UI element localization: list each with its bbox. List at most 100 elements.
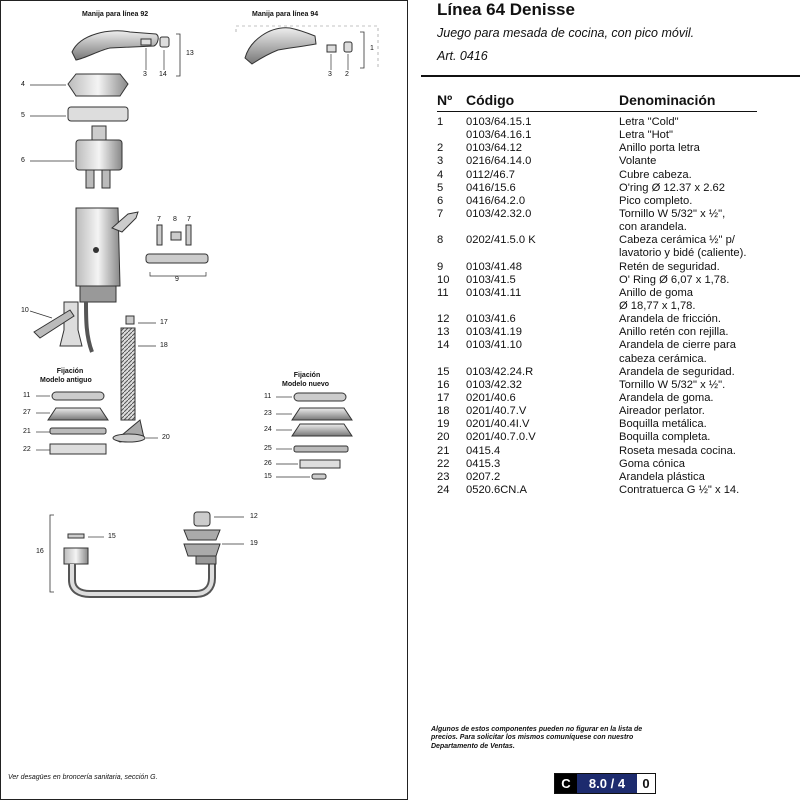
cell-number: 1 [437,116,444,128]
badge-value: 8.0 / 4 [577,774,637,793]
cell-code: 0201/40.6 [466,391,516,404]
cell-code: 0207.2 [466,470,501,483]
callout-old-27: 27 [23,409,31,416]
page-subtitle: Juego para mesada de cocina, con pico mó… [437,26,695,40]
cell-name: Roseta mesada cocina. [619,444,736,457]
cell-code: 0415.4 [466,444,501,457]
cell-name: con arandela. [619,221,687,234]
cell-name: Anillo porta letra [619,142,700,155]
cell-number: 20 [437,431,450,444]
callout-20: 20 [162,434,170,441]
callout-2: 2 [345,71,349,78]
cell-number: 8 [437,234,444,247]
cell-code: 0201/40.4I.V [466,418,530,431]
cell-number: 6 [437,194,444,207]
cell-name: Arandela de fricción. [619,313,721,326]
cell-number: 21 [437,444,450,457]
table-row: 21 0415.4 Roseta mesada cocina. [437,445,797,458]
callout-new-24: 24 [264,426,272,433]
col-header-code: Código [466,92,515,108]
col-header-number: Nº [437,92,453,108]
handle-92-title: Manija para línea 92 [82,11,149,18]
cell-code: 0103/42.24.R [466,365,534,378]
cell-code: 0103/42.32.0 [466,207,532,220]
cell-name: Goma cónica [619,457,685,470]
page-title: Línea 64 Denisse [437,0,575,19]
callout-new-23: 23 [264,410,272,417]
callout-19: 19 [250,540,258,547]
cell-name: Letra "Hot" [619,129,673,142]
table-row: 6 0416/64.2.0 Pico completo. [437,195,797,208]
cell-number: 16 [437,378,450,391]
table-row: con arandela. [437,221,797,234]
cell-code: 0416/64.2.0 [466,194,526,207]
fixation-new-title-2: Modelo nuevo [282,381,330,388]
cell-name: Tornillo W 5/32" x ½", [619,207,726,220]
callout-12: 12 [250,513,258,520]
callout-5: 5 [21,112,25,119]
cell-name: Letra "Cold" [619,116,679,128]
cell-name: Ø 18,77 x 1,78. [619,299,696,312]
cell-code: 0103/41.5 [466,273,516,286]
callout-new-15: 15 [264,473,272,480]
cell-number: 14 [437,339,450,352]
cell-name: Tornillo W 5/32" x ½". [619,378,726,391]
cell-name: Arandela de goma. [619,391,714,404]
cell-number: 4 [437,168,444,181]
table-row: 20 0201/40.7.0.V Boquilla completa. [437,431,797,444]
callout-old-22: 22 [23,446,31,453]
callout-18: 18 [160,342,168,349]
cell-code: 0103/41.19 [466,326,522,339]
cell-name: Boquilla completa. [619,431,711,444]
cell-name: lavatorio y bidé (caliente). [619,247,747,260]
cell-number: 5 [437,181,444,194]
cell-number: 24 [437,483,450,496]
callout-7a: 7 [157,216,161,223]
cell-code: 0112/46.7 [466,168,515,181]
cell-code: 0416/15.6 [466,181,516,194]
cell-code: 0202/41.5.0 K [466,234,536,247]
cell-number: 23 [437,470,450,483]
callout-16: 16 [36,548,44,555]
cell-code: 0103/42.32 [466,378,522,391]
callout-17: 17 [160,319,168,326]
badge-zero: 0 [637,774,655,793]
cell-code: 0201/40.7.V [466,405,527,418]
callout-13: 13 [186,50,194,57]
cell-number: 10 [437,273,450,286]
col-header-name: Denominación [619,92,716,108]
cell-number: 18 [437,405,450,418]
cell-code: 0103/41.6 [466,313,516,326]
callout-3b: 3 [328,71,332,78]
cell-code: 0103/41.11 [466,286,522,299]
fixation-new-title-1: Fijación [293,372,321,379]
callout-old-21: 21 [23,428,31,435]
cell-number: 3 [437,155,444,168]
table-row: Ø 18,77 x 1,78. [437,300,797,313]
header-rule [421,75,800,77]
callout-1: 1 [370,45,374,52]
callout-6: 6 [21,157,25,164]
cell-name: Cabeza cerámica ½" p/ [619,234,735,247]
table-row: 8 0202/41.5.0 K Cabeza cerámica ½" p/ [437,234,797,247]
table-row: cabeza cerámica. [437,353,797,366]
cell-name: Anillo retén con rejilla. [619,326,729,339]
fixation-old-title-2: Modelo antiguo [40,377,92,384]
cell-code: 0201/40.7.0.V [466,431,536,444]
callout-9: 9 [175,276,179,283]
cell-name: Pico completo. [619,194,693,207]
cell-number: 15 [437,365,450,378]
diagram-drawing [29,25,379,598]
cell-name: Boquilla metálica. [619,418,707,431]
